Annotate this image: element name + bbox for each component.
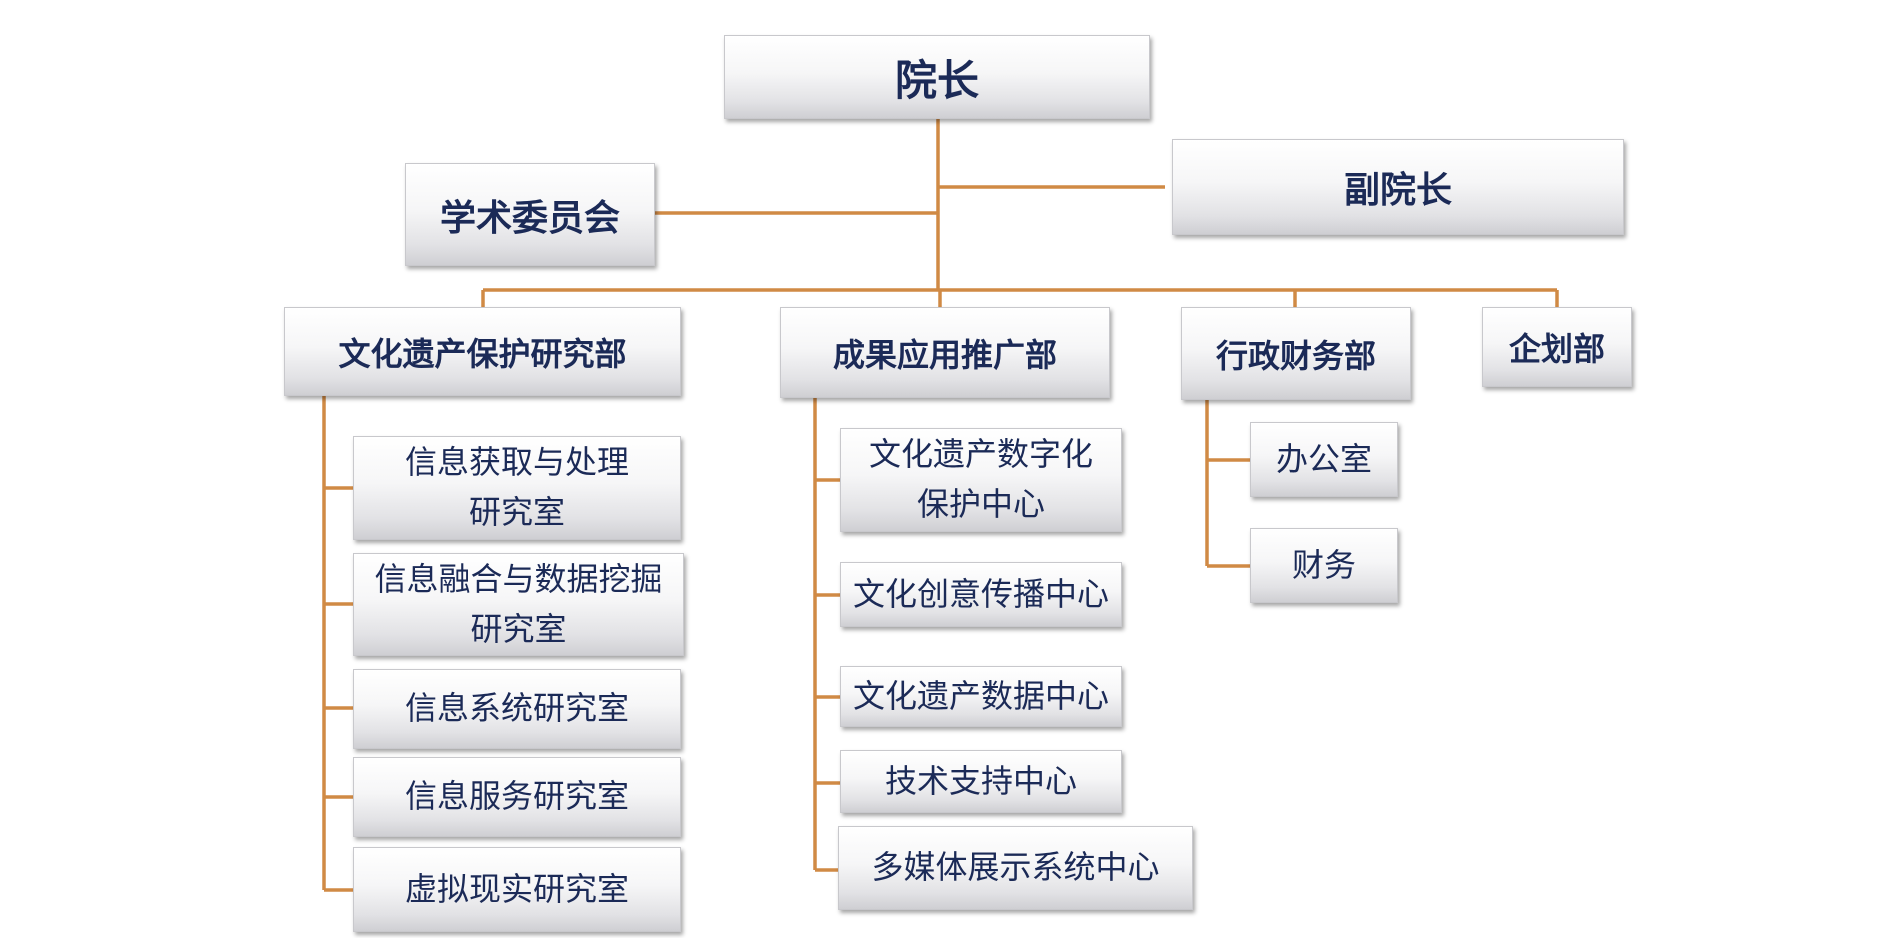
heritage-protection-dept-label: 文化遗产保护研究部 <box>338 334 627 373</box>
admin-unit-box: 财务 <box>1250 528 1398 603</box>
heritage-lab-box: 信息系统研究室 <box>353 669 681 749</box>
heritage-lab-box: 信息服务研究室 <box>353 757 681 837</box>
deputy-director-label: 副院长 <box>1343 170 1452 211</box>
planning-dept-box: 企划部 <box>1482 307 1632 387</box>
planning-dept-label: 企划部 <box>1508 330 1605 368</box>
heritage-lab-box: 信息获取与处理 研究室 <box>353 436 681 540</box>
director-box: 院长 <box>724 35 1150 119</box>
heritage-lab-box: 虚拟现实研究室 <box>353 847 681 932</box>
heritage-lab-label: 信息系统研究室 <box>404 689 629 728</box>
admin-unit-box: 办公室 <box>1250 422 1398 497</box>
academic-committee-label: 学术委员会 <box>439 197 620 239</box>
director-label: 院长 <box>894 55 979 105</box>
application-center-box: 多媒体展示系统中心 <box>838 826 1193 910</box>
application-center-label: 技术支持中心 <box>884 761 1077 800</box>
academic-committee-box: 学术委员会 <box>405 163 655 266</box>
heritage-lab-label: 虚拟现实研究室 <box>404 869 629 908</box>
application-center-label: 多媒体展示系统中心 <box>871 848 1160 887</box>
application-center-box: 文化创意传播中心 <box>840 562 1122 627</box>
heritage-lab-box: 信息融合与数据挖掘 研究室 <box>353 553 684 656</box>
application-center-box: 文化遗产数据中心 <box>840 666 1122 727</box>
application-center-label: 文化创意传播中心 <box>852 574 1109 613</box>
admin-finance-dept-box: 行政财务部 <box>1181 307 1411 400</box>
admin-unit-label: 办公室 <box>1275 439 1372 478</box>
application-center-box: 技术支持中心 <box>840 750 1122 813</box>
application-center-label: 文化遗产数据中心 <box>852 676 1109 715</box>
heritage-lab-label: 信息服务研究室 <box>404 777 629 816</box>
heritage-lab-label: 信息融合与数据挖掘 研究室 <box>374 559 663 648</box>
application-dept-box: 成果应用推广部 <box>780 307 1110 398</box>
admin-unit-label: 财务 <box>1291 545 1356 584</box>
admin-finance-dept-label: 行政财务部 <box>1215 336 1376 375</box>
application-dept-label: 成果应用推广部 <box>832 335 1057 374</box>
deputy-director-box: 副院长 <box>1172 139 1624 235</box>
application-center-label: 文化遗产数字化 保护中心 <box>868 435 1093 523</box>
application-center-box: 文化遗产数字化 保护中心 <box>840 428 1122 532</box>
heritage-lab-label: 信息获取与处理 研究室 <box>404 443 629 531</box>
heritage-protection-dept-box: 文化遗产保护研究部 <box>284 307 681 396</box>
